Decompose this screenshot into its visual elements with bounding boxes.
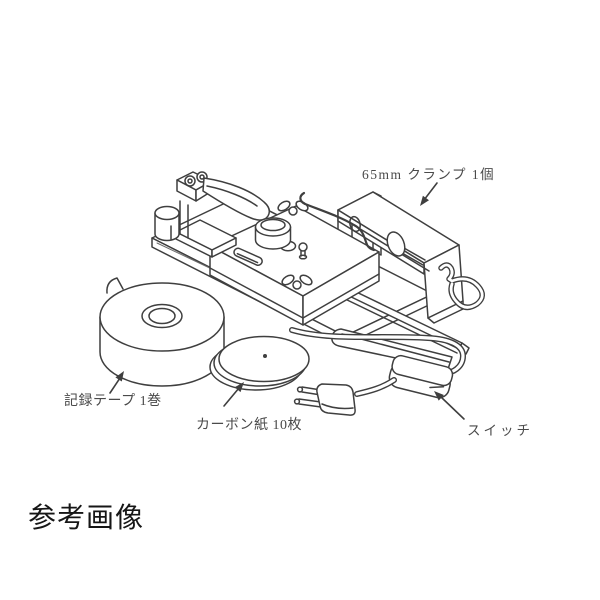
tape-label: 記録テープ 1巻: [64, 394, 162, 409]
clamp-screw: [386, 231, 426, 266]
arrow-to-switch: [434, 391, 465, 420]
plug-illustration: [293, 383, 356, 416]
tape-end-tab: [106, 277, 124, 294]
tape-hub-outer: [141, 303, 183, 329]
timer-fittings: [254, 191, 376, 290]
arrow-to-carbon: [223, 382, 244, 407]
wing-nut-front: [281, 274, 313, 290]
guide-wire: [299, 191, 376, 252]
clamp-illustration: [337, 191, 485, 324]
tape-roll-illustration: [99, 277, 225, 387]
switch-label: スイッチ: [467, 423, 533, 438]
clamp-handle: [438, 262, 485, 311]
plug-cord: [354, 377, 397, 397]
carry-slot: [233, 247, 263, 266]
label-arrows: [109, 182, 465, 420]
carbon-paper-label: カーボン紙 10枚: [196, 418, 302, 433]
caption-text: 参考画像: [28, 502, 145, 533]
carbon-paper-illustration: [209, 335, 310, 391]
clamp-label: 65mm クランプ 1個: [362, 167, 496, 182]
power-cord: [289, 327, 466, 376]
switch-illustration: [388, 354, 454, 399]
guide-blade: [202, 177, 271, 221]
tape-hub-inner: [148, 307, 176, 325]
contact-pin: [298, 242, 308, 260]
arrow-to-clamp: [420, 182, 438, 206]
spool-post: [154, 205, 180, 242]
clamp-hole: [349, 215, 361, 233]
knob: [254, 217, 292, 250]
arrow-to-tape: [109, 371, 124, 394]
